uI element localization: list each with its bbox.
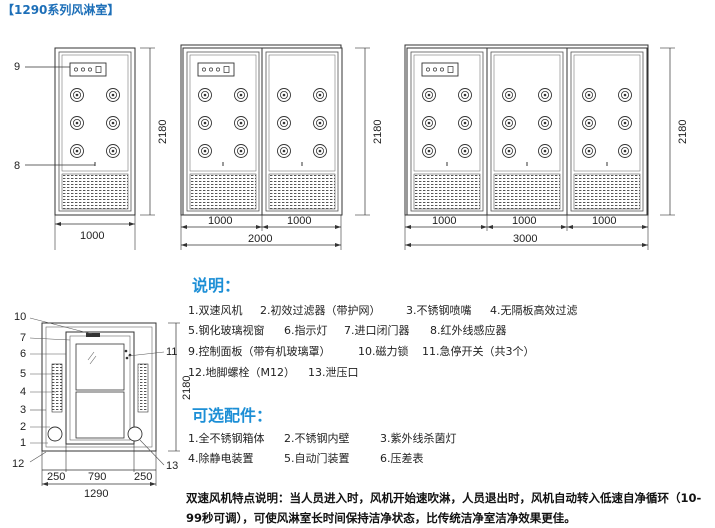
explain-heading: 说明： bbox=[192, 276, 241, 295]
option-item: 2.不锈钢内壁 bbox=[284, 432, 350, 445]
page-title: 【1290系列风淋室】 bbox=[2, 3, 120, 17]
explain-item: 10.磁力锁 bbox=[358, 345, 409, 358]
triple-width-a: 1000 bbox=[432, 215, 456, 227]
option-item: 3.紫外线杀菌灯 bbox=[380, 432, 457, 445]
explain-line-4: 12.地脚螺栓（M12） 13.泄压口 bbox=[188, 364, 359, 380]
triple-height-label: 2180 bbox=[677, 120, 689, 144]
plan-callout-10: 10 bbox=[14, 311, 26, 323]
explain-item: 2.初效过滤器（带护网） bbox=[260, 304, 381, 317]
plan-callout-3: 3 bbox=[20, 404, 26, 416]
plan-callout-4: 4 bbox=[20, 386, 26, 398]
double-width-a: 1000 bbox=[208, 215, 232, 227]
explain-item: 11.急停开关（共3个） bbox=[422, 345, 535, 358]
option-item: 4.除静电装置 bbox=[188, 452, 254, 465]
plan-callout-5: 5 bbox=[20, 368, 26, 380]
feature-description: 双速风机特点说明：当人员进入时，风机开始速吹淋，人员退出时，风机自动转入低速自净… bbox=[186, 491, 702, 525]
single-height-label: 2180 bbox=[157, 120, 169, 144]
option-item: 1.全不锈钢箱体 bbox=[188, 432, 265, 445]
explain-item: 4.无隔板高效过滤 bbox=[490, 304, 578, 317]
triple-width-b: 1000 bbox=[512, 215, 536, 227]
plan-callout-7: 7 bbox=[20, 332, 26, 344]
options-line-1: 1.全不锈钢箱体 2.不锈钢内壁 3.紫外线杀菌灯 bbox=[188, 430, 457, 446]
explain-item: 12.地脚螺栓（M12） bbox=[188, 366, 295, 379]
double-width-total: 2000 bbox=[248, 233, 272, 245]
options-line-2: 4.除静电装置 5.自动门装置 6.压差表 bbox=[188, 450, 424, 466]
double-width-b: 1000 bbox=[287, 215, 311, 227]
callout-9: 9 bbox=[14, 61, 20, 73]
double-height-label: 2180 bbox=[372, 120, 384, 144]
explain-item: 3.不锈钢喷嘴 bbox=[406, 304, 472, 317]
plan-total-width: 1290 bbox=[84, 488, 108, 500]
plan-callout-2: 2 bbox=[20, 421, 26, 433]
plan-callout-13: 13 bbox=[166, 460, 178, 472]
explain-line-1: 1.双速风机 2.初效过滤器（带护网） 3.不锈钢喷嘴 4.无隔板高效过滤 bbox=[188, 302, 578, 318]
callout-8: 8 bbox=[14, 160, 20, 172]
explain-line-3: 9.控制面板（带有机玻璃罩） 10.磁力锁 11.急停开关（共3个） bbox=[188, 343, 535, 359]
triple-width-total: 3000 bbox=[513, 233, 537, 245]
plan-dim-right: 250 bbox=[134, 471, 152, 483]
plan-dim-middle: 790 bbox=[88, 471, 106, 483]
explain-item: 7.进口闭门器 bbox=[344, 324, 410, 337]
plan-callout-1: 1 bbox=[20, 437, 26, 449]
options-heading: 可选配件： bbox=[192, 406, 273, 425]
plan-callout-6: 6 bbox=[20, 348, 26, 360]
plan-callout-11: 11 bbox=[166, 346, 177, 358]
explain-item: 13.泄压口 bbox=[308, 366, 359, 379]
plan-dim-left: 250 bbox=[47, 471, 65, 483]
plan-height-label: 2180 bbox=[181, 376, 193, 400]
option-item: 6.压差表 bbox=[380, 452, 424, 465]
plan-callout-12: 12 bbox=[12, 458, 24, 470]
explain-item: 6.指示灯 bbox=[284, 324, 328, 337]
explain-item: 5.钢化玻璃视窗 bbox=[188, 324, 265, 337]
triple-width-c: 1000 bbox=[592, 215, 616, 227]
explain-item: 9.控制面板（带有机玻璃罩） bbox=[188, 345, 331, 358]
triple-unit-elevation bbox=[404, 44, 675, 250]
double-unit-elevation bbox=[180, 44, 370, 250]
explain-item: 1.双速风机 bbox=[188, 304, 243, 317]
option-item: 5.自动门装置 bbox=[284, 452, 350, 465]
single-unit-elevation bbox=[25, 48, 155, 250]
explain-item: 8.红外线感应器 bbox=[430, 324, 507, 337]
plan-view bbox=[29, 317, 180, 486]
explain-line-2: 5.钢化玻璃视窗 6.指示灯 7.进口闭门器 8.红外线感应器 bbox=[188, 322, 507, 338]
single-width-label: 1000 bbox=[80, 230, 104, 242]
